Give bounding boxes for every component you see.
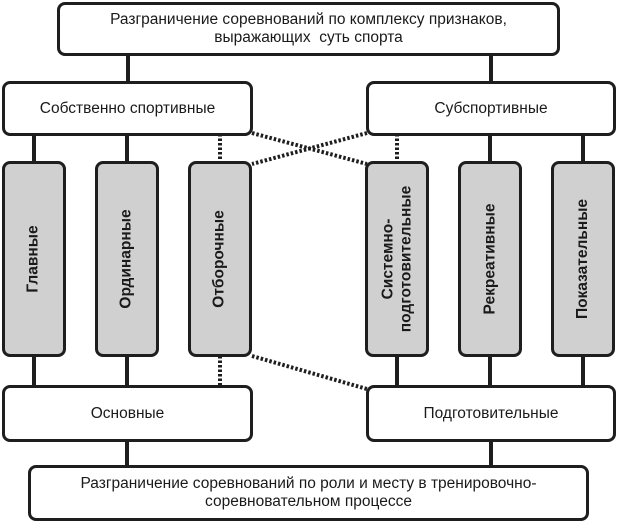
- type-ordinary: Ординарные: [95, 161, 159, 357]
- category-subsport-label: Субспортивные: [434, 99, 548, 117]
- top-box-line2: выражающих суть спорта: [214, 29, 403, 46]
- top-box: Разграничение соревнований по комплексу …: [57, 2, 560, 56]
- type-recreative-label: Рекреативные: [481, 203, 499, 315]
- top-box-line1: Разграничение соревнований по комплексу …: [110, 11, 507, 28]
- type-demonstrative-label: Показательные: [574, 198, 592, 320]
- category-preparatory-label: Подготовительные: [423, 404, 559, 422]
- type-systemic-line2: подготовительные: [397, 185, 414, 333]
- category-basic-label: Основные: [90, 404, 165, 422]
- category-preparatory: Подготовительные: [366, 385, 616, 442]
- type-ordinary-label: Ординарные: [118, 209, 135, 309]
- type-systemic-line1: Системно-: [379, 218, 396, 300]
- category-sport-proper-label: Собственно спортивные: [39, 99, 216, 117]
- bottom-box-line1: Разграничение соревнований по роли и мес…: [80, 475, 537, 492]
- category-subsport: Субспортивные: [366, 81, 616, 136]
- type-main-label: Главные: [25, 225, 43, 293]
- bottom-box: Разграничение соревнований по роли и мес…: [28, 465, 589, 521]
- type-systemic-preparatory: Системно- подготовительные: [365, 161, 429, 357]
- dotted-subsport-to-selective: [251, 131, 368, 166]
- category-basic: Основные: [2, 385, 253, 442]
- category-sport-proper: Собственно спортивные: [2, 81, 253, 136]
- type-selective-label: Отборочные: [211, 210, 228, 308]
- type-systemic-preparatory-label: Системно- подготовительные: [379, 186, 415, 333]
- type-selective: Отборочные: [188, 161, 252, 357]
- bottom-box-line2: соревновательном процессе: [205, 493, 412, 510]
- type-recreative: Рекреативные: [458, 161, 522, 357]
- type-demonstrative: Показательные: [551, 161, 615, 357]
- dotted-selective-to-prep: [251, 354, 368, 391]
- type-main: Главные: [2, 161, 66, 357]
